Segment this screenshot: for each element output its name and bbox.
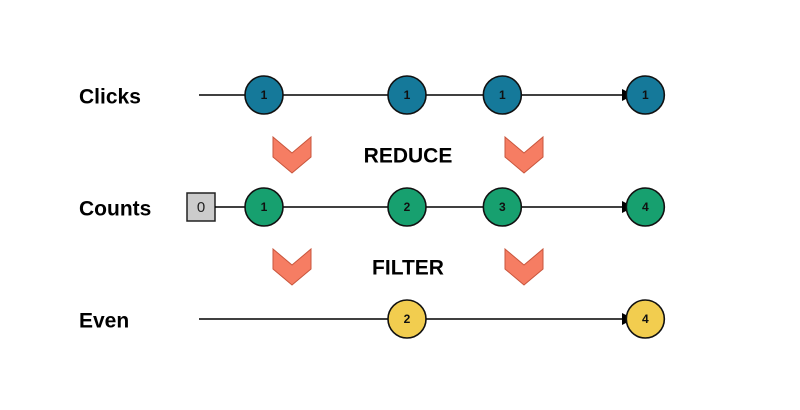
marble-value: 1 [499, 88, 506, 102]
marble-value: 4 [642, 200, 649, 214]
marble-value: 1 [642, 88, 649, 102]
marble: 3 [482, 187, 523, 227]
marble-value: 4 [642, 312, 649, 326]
marble: 4 [625, 299, 666, 339]
operator-filter: FILTER [272, 247, 544, 286]
lane-label-even: Even [79, 310, 129, 333]
seed-box: 0 [186, 192, 216, 222]
lane-label-counts: Counts [79, 198, 151, 221]
marble-value: 3 [499, 200, 506, 214]
marble: 1 [387, 75, 427, 115]
marble: 2 [387, 187, 427, 227]
operator-label: FILTER [372, 257, 444, 280]
marble-value: 1 [261, 88, 268, 102]
marble: 4 [625, 187, 666, 227]
marble-value: 1 [404, 88, 411, 102]
marble-value: 1 [261, 200, 268, 214]
chevron-down-icon [504, 135, 544, 174]
lane-counts: Counts 0 1 2 3 4 [79, 187, 666, 227]
lane-even: Even 2 4 [79, 299, 666, 339]
seed-value: 0 [197, 199, 205, 216]
marble: 2 [387, 299, 427, 339]
marble: 1 [244, 187, 284, 227]
marble: 1 [244, 75, 284, 115]
marble-value: 2 [404, 200, 411, 214]
chevron-down-icon [272, 247, 312, 286]
marble-value: 2 [404, 312, 411, 326]
lane-label-clicks: Clicks [79, 86, 141, 109]
operator-reduce: REDUCE [272, 135, 544, 174]
marble: 1 [625, 75, 666, 115]
operator-label: REDUCE [364, 145, 453, 168]
marble: 1 [482, 75, 523, 115]
chevron-down-icon [272, 135, 312, 174]
chevron-down-icon [504, 247, 544, 286]
lane-clicks: Clicks 1 1 1 1 [79, 75, 666, 115]
